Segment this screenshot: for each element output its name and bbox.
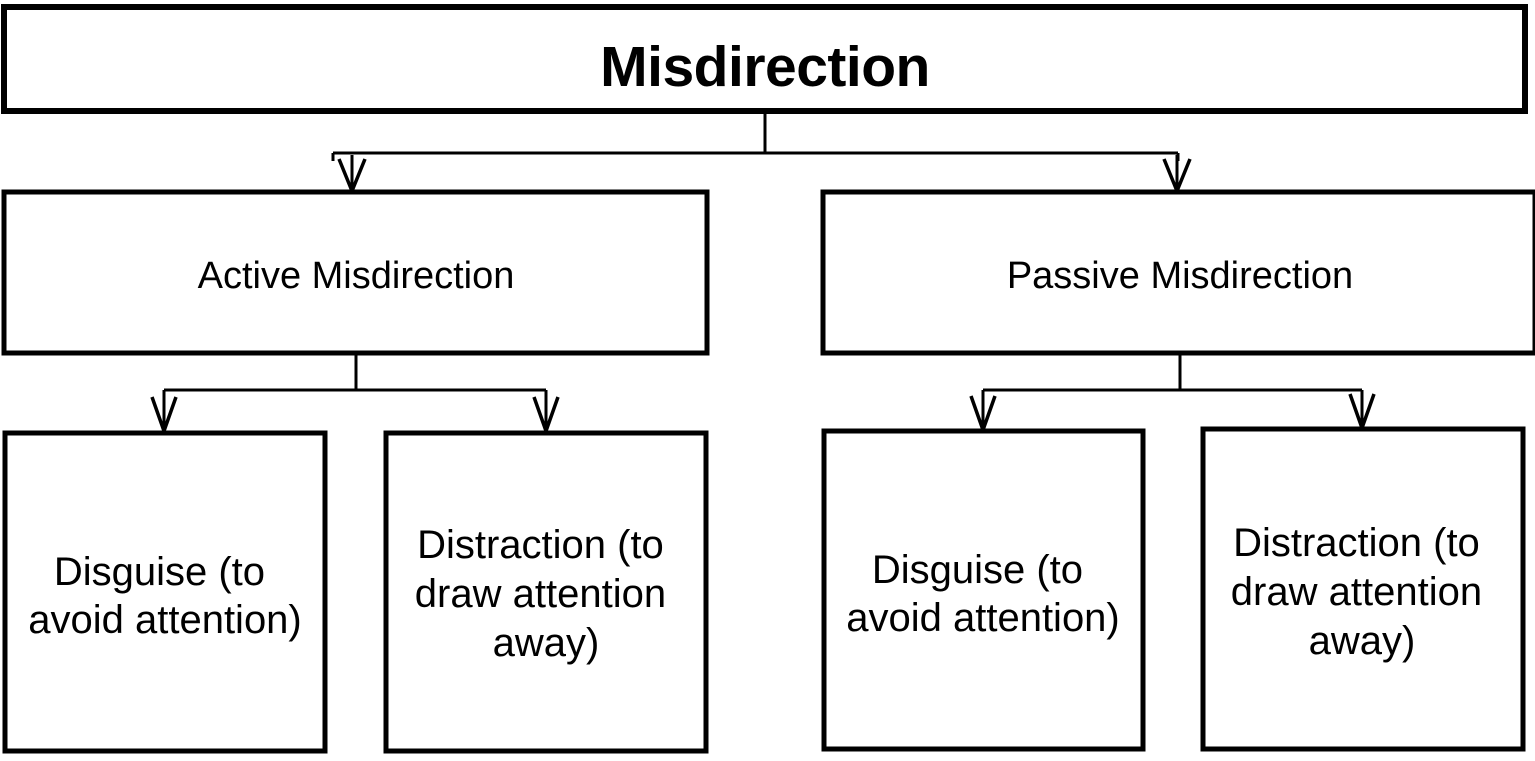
leaf-line: draw attention: [415, 572, 666, 616]
node-passive-misdirection-label: Passive Misdirection: [1007, 255, 1353, 297]
node-active-disguise-box[interactable]: [2, 430, 328, 754]
leaf-line: Disguise (to: [872, 548, 1083, 592]
node-misdirection[interactable]: Misdirection: [1, 4, 1528, 114]
leaf-line: draw attention: [1231, 570, 1482, 614]
node-active-distraction[interactable]: Distraction (to draw attention away): [383, 430, 709, 754]
node-passive-misdirection[interactable]: Passive Misdirection: [820, 189, 1535, 356]
leaf-line: Distraction (to: [417, 523, 664, 567]
leaf-line: avoid attention): [28, 598, 302, 642]
node-passive-distraction-label: Distraction (to draw attention away): [1231, 521, 1493, 663]
leaf-line: away): [1309, 619, 1416, 663]
node-passive-distraction[interactable]: Distraction (to draw attention away): [1200, 426, 1526, 752]
node-passive-distraction-box[interactable]: [1200, 426, 1526, 752]
connector-passive-to-leaves: [969, 353, 1376, 436]
leaf-line: Distraction (to: [1233, 521, 1480, 565]
leaf-line: Disguise (to: [54, 550, 265, 594]
node-misdirection-label: Misdirection: [600, 35, 930, 99]
node-active-distraction-label: Distraction (to draw attention away): [415, 523, 677, 665]
node-passive-disguise-label: Disguise (to avoid attention): [846, 548, 1120, 640]
node-passive-disguise[interactable]: Disguise (to avoid attention): [821, 428, 1146, 752]
connector-active-to-leaves: [150, 353, 560, 437]
node-active-disguise-label: Disguise (to avoid attention): [28, 550, 302, 642]
connector-root-to-level2: [331, 111, 1192, 196]
node-passive-disguise-box[interactable]: [821, 428, 1146, 752]
node-active-misdirection[interactable]: Active Misdirection: [1, 189, 710, 356]
node-misdirection-box[interactable]: [1, 4, 1528, 114]
node-active-misdirection-label: Active Misdirection: [198, 255, 515, 297]
node-active-disguise[interactable]: Disguise (to avoid attention): [2, 430, 328, 754]
leaf-line: avoid attention): [846, 596, 1120, 640]
node-passive-misdirection-box[interactable]: [820, 189, 1535, 356]
node-active-distraction-box[interactable]: [383, 430, 709, 754]
leaf-line: away): [493, 621, 600, 665]
